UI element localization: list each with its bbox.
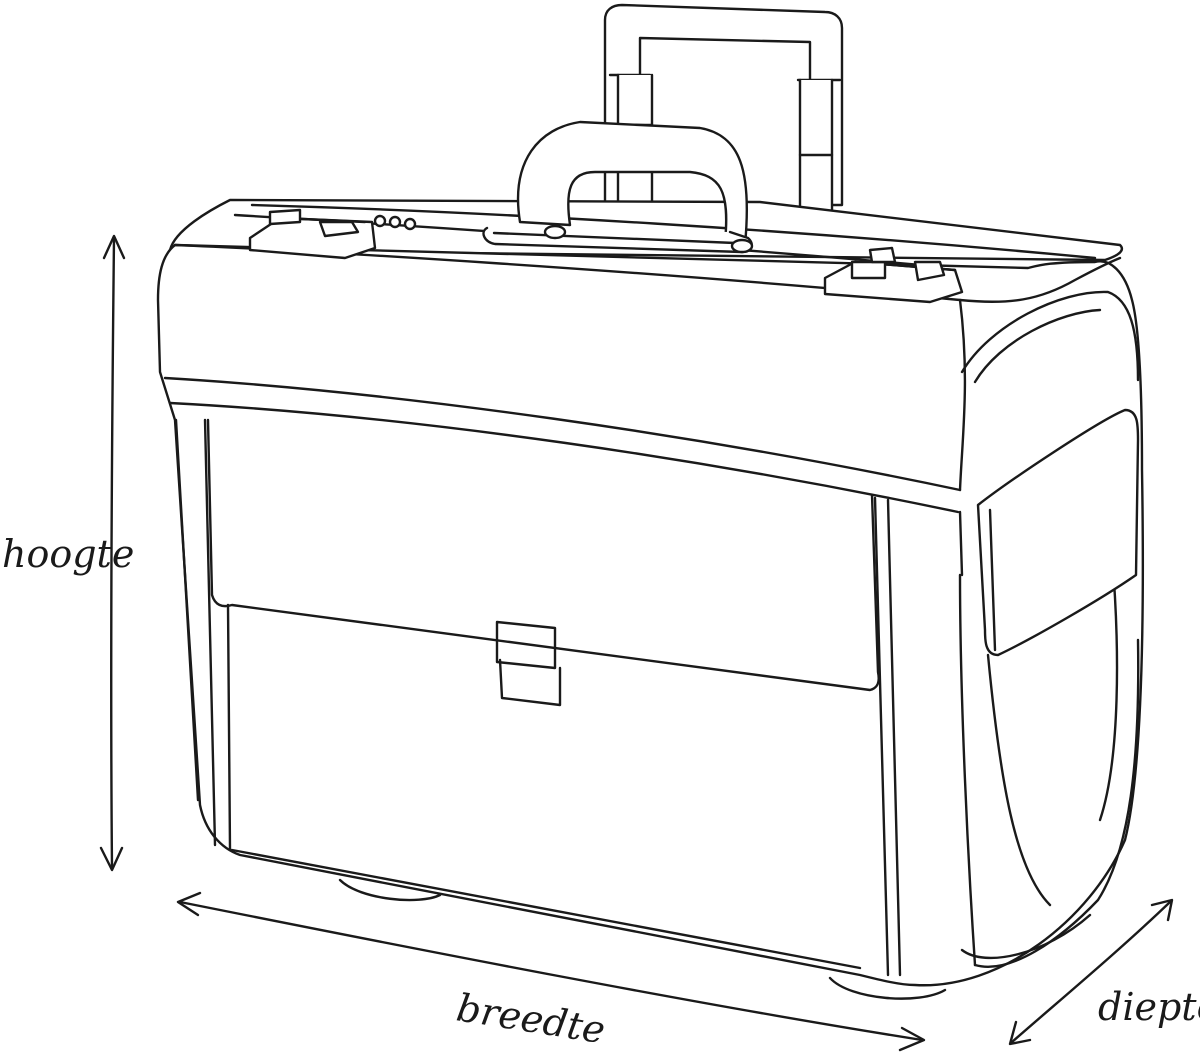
lock-left [248, 208, 417, 260]
width-arrow [176, 891, 926, 1052]
wheels [338, 878, 947, 1000]
height-label: hoogte [2, 532, 134, 576]
lid-top-surface [168, 198, 1124, 262]
carry-handle-grip [516, 120, 749, 247]
depth-arrow [1008, 898, 1174, 1046]
height-arrow [99, 234, 126, 872]
wheel-front-left [338, 878, 442, 902]
lock-right [823, 246, 964, 304]
depth-label: diepte [1098, 985, 1200, 1029]
front-pocket [206, 418, 880, 852]
carry-handle [482, 120, 754, 254]
width-label: breedte [454, 985, 609, 1052]
flap-clasp [495, 620, 557, 670]
side-pocket [976, 408, 1140, 657]
wheel-front-right [828, 976, 947, 1000]
side-pocket-flap [976, 408, 1140, 657]
front-flap [206, 418, 880, 692]
